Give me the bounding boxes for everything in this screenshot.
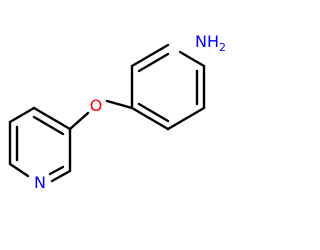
bond <box>50 169 72 183</box>
amine-label: NH2 <box>195 32 226 54</box>
bond <box>130 106 170 131</box>
double-bond <box>137 102 170 123</box>
double-bond <box>48 165 65 176</box>
pyridine-nitrogen-label: N <box>34 173 46 192</box>
double-bond <box>137 52 170 73</box>
pyridine-ring <box>8 106 90 183</box>
amine-subscript: 2 <box>219 41 226 54</box>
bond <box>8 106 36 124</box>
double-bond <box>32 115 65 136</box>
bond <box>178 50 206 68</box>
bond <box>32 106 72 131</box>
bond <box>8 162 30 178</box>
bond <box>166 106 206 131</box>
benzene-ring <box>105 43 206 131</box>
ether-oxygen-label: O <box>90 96 103 115</box>
bond-to-oxygen <box>105 99 134 110</box>
bond-from-oxygen <box>68 111 90 131</box>
bond <box>130 43 170 68</box>
chemical-structure: NH2 O N <box>8 32 226 192</box>
